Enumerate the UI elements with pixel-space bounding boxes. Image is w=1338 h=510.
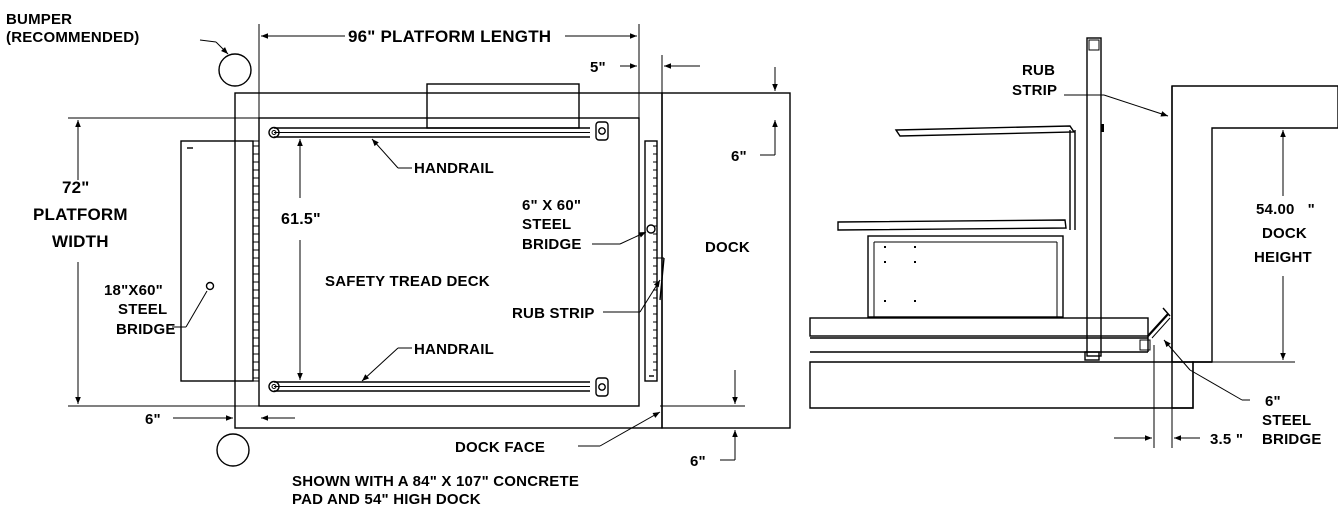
label-dim-6-bottom: 6"	[690, 453, 706, 470]
concrete-ground	[809, 361, 1194, 409]
label-rub-strip-side-1: RUB	[1022, 62, 1055, 79]
bridge-hinge-teeth-left	[253, 145, 259, 379]
label-dim-61-5: 61.5"	[281, 211, 321, 228]
label-bridge-side-1: 6"	[1265, 393, 1281, 410]
steel-bridge-side	[1147, 313, 1169, 337]
gate-panel	[867, 235, 1064, 318]
label-handrail-top: HANDRAIL	[414, 160, 494, 177]
label-dim-5: 5"	[590, 59, 606, 76]
handrail-lower	[837, 219, 1067, 231]
label-bridge18-3: BRIDGE	[116, 321, 176, 338]
label-safety-tread: SAFETY TREAD DECK	[325, 273, 490, 290]
dock-outline	[661, 92, 791, 429]
side-view	[809, 37, 1338, 448]
label-dock-height-3: HEIGHT	[1254, 249, 1312, 266]
handrail-upper	[894, 125, 1076, 137]
label-note-1: SHOWN WITH A 84" X 107" CONCRETE	[292, 473, 579, 490]
label-dock-height-1: 54.00 "	[1256, 201, 1315, 218]
label-bumper-1: BUMPER	[6, 11, 72, 28]
label-width-3: WIDTH	[52, 232, 109, 251]
label-dock-face: DOCK FACE	[455, 439, 545, 456]
label-platform-length: 96" PLATFORM LENGTH	[348, 27, 551, 46]
label-note-2: PAD AND 54" HIGH DOCK	[292, 491, 481, 508]
label-bridge-side-2: STEEL	[1262, 412, 1311, 429]
bumper-bottom	[216, 433, 250, 467]
bumper-leader	[199, 39, 217, 43]
label-bridge6-3: BRIDGE	[522, 236, 582, 253]
label-bumper-2: (RECOMMENDED)	[6, 29, 139, 46]
bumper-top	[218, 53, 252, 87]
handrail-top-shape	[268, 121, 609, 141]
label-width-1: 72"	[62, 178, 90, 197]
plan-view	[68, 24, 791, 467]
steel-bridge-18x60	[180, 140, 254, 382]
label-dock-height-2: DOCK	[1262, 225, 1307, 242]
labels: BUMPER (RECOMMENDED) 96" PLATFORM LENGTH…	[6, 11, 1322, 508]
concrete-dock	[1171, 85, 1338, 409]
label-bridge-side-3: BRIDGE	[1262, 431, 1322, 448]
label-dim-6-left: 6"	[145, 411, 161, 428]
bridge-hinge-teeth-right	[653, 145, 657, 371]
label-bridge6-1: 6" X 60"	[522, 197, 581, 214]
label-rub-strip-side-2: STRIP	[1012, 82, 1057, 99]
platform-deck	[809, 317, 1149, 337]
label-bridge6-2: STEEL	[522, 216, 571, 233]
label-dim-6-top: 6"	[731, 148, 747, 165]
label-dock: DOCK	[705, 239, 750, 256]
label-dim-3-5: 3.5 "	[1210, 431, 1243, 448]
lift-mast	[1086, 37, 1102, 357]
label-bridge18-1: 18"X60"	[104, 282, 163, 299]
steel-bridge-6x60	[644, 140, 658, 382]
label-bridge18-2: STEEL	[118, 301, 167, 318]
label-width-2: PLATFORM	[33, 205, 128, 224]
motor-housing	[426, 83, 580, 129]
label-rub-strip-plan: RUB STRIP	[512, 305, 595, 322]
handrail-bottom-shape	[268, 377, 609, 397]
label-handrail-bottom: HANDRAIL	[414, 341, 494, 358]
